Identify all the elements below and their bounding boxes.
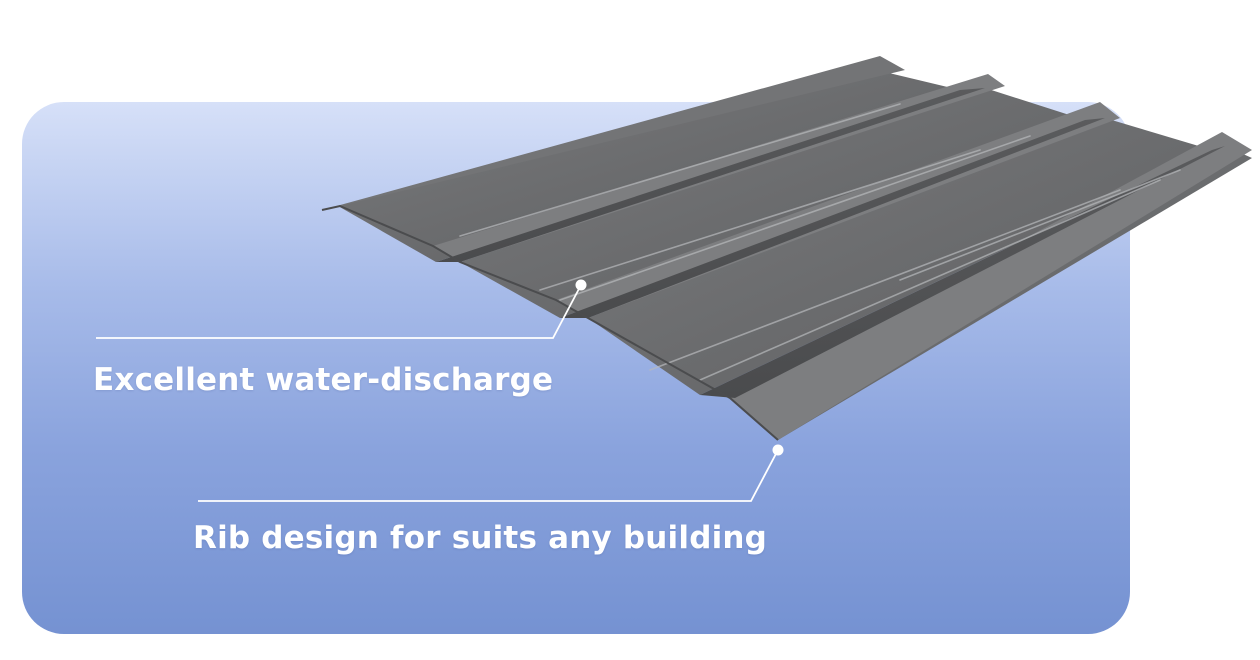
callout-water-discharge: Excellent water-discharge — [93, 362, 554, 398]
callout-dot — [772, 444, 784, 456]
callout-dot — [575, 279, 587, 291]
callout-rib-design: Rib design for suits any building — [193, 520, 768, 556]
